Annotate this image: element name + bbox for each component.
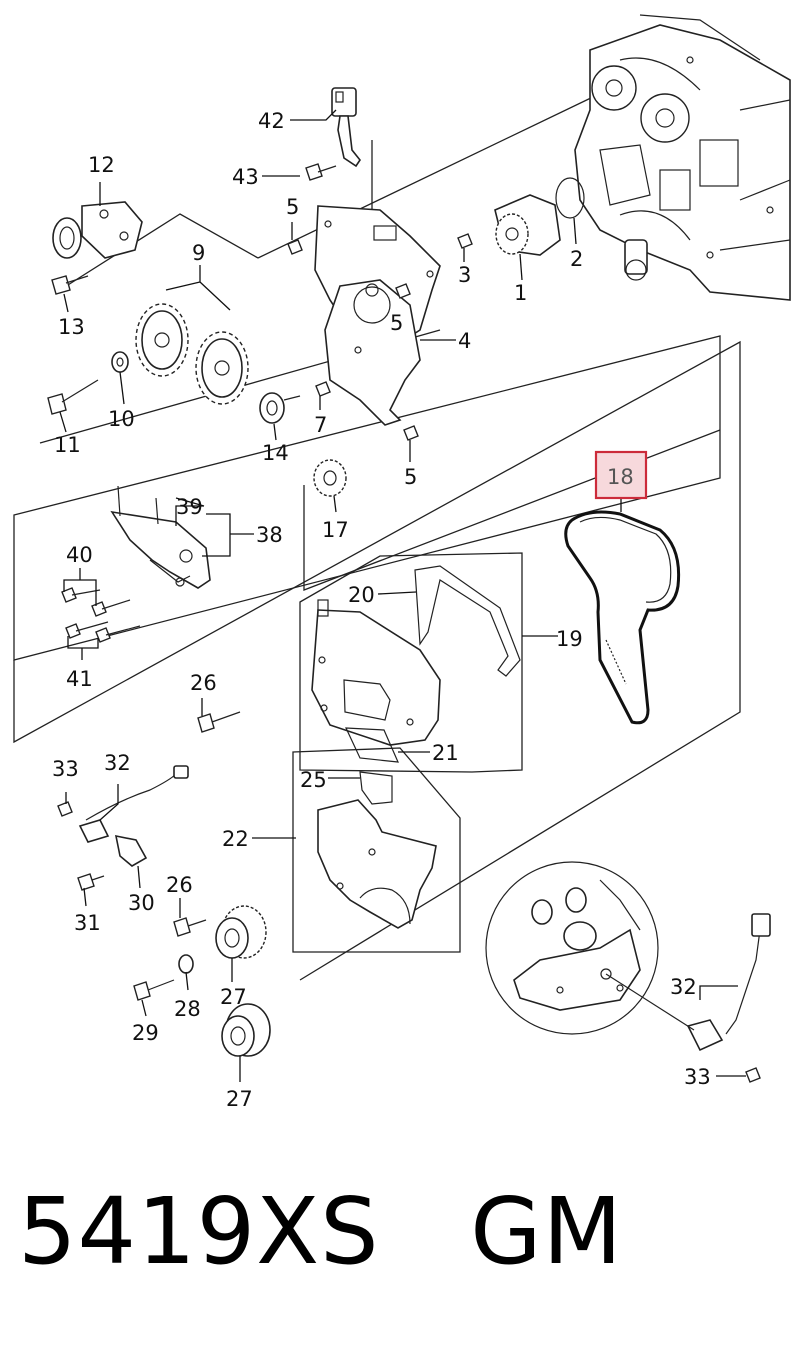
part-11-bolt <box>47 379 99 415</box>
part-9-camshaft-sprockets <box>135 303 249 405</box>
part-26-bolts <box>173 711 241 937</box>
callout-12: 12 <box>88 153 115 177</box>
callout-26-lower: 26 <box>166 873 193 897</box>
part-39-studs <box>117 485 159 525</box>
callout-22: 22 <box>222 827 249 851</box>
callout-27-lower: 27 <box>226 1087 253 1111</box>
callout-39: 39 <box>176 495 203 519</box>
callout-33-left: 33 <box>52 757 79 781</box>
leader-lines <box>59 109 746 1082</box>
part-3-bolt <box>457 233 473 249</box>
callout-43: 43 <box>232 165 259 189</box>
callout-27-upper: 27 <box>220 985 247 1009</box>
callout-4: 4 <box>458 329 471 353</box>
callout-20: 20 <box>348 583 375 607</box>
part-19-upper-cover <box>311 599 441 746</box>
part-38-bracket <box>110 510 211 589</box>
part-32-sensor-left <box>78 765 189 843</box>
part-10-washer <box>111 351 129 373</box>
part-31-bolt <box>77 873 105 891</box>
part-code: 5419XS <box>18 1178 380 1285</box>
callout-31: 31 <box>74 911 101 935</box>
callout-3: 3 <box>458 263 471 287</box>
part-14-idler <box>259 392 301 424</box>
part-43-bolt <box>305 163 337 181</box>
callout-1: 1 <box>514 281 527 305</box>
callout-7: 7 <box>314 413 327 437</box>
part-1-water-pump <box>494 194 561 256</box>
callout-5-low: 5 <box>404 465 417 489</box>
callout-42: 42 <box>258 109 285 133</box>
callout-9: 9 <box>192 241 205 265</box>
callout-28: 28 <box>174 997 201 1021</box>
callout-5-top: 5 <box>286 195 299 219</box>
callout-14: 14 <box>262 441 289 465</box>
part-29-bolt <box>133 979 175 1001</box>
callout-26-upper: 26 <box>190 671 217 695</box>
callout-40: 40 <box>66 543 93 567</box>
callout-10: 10 <box>108 407 135 431</box>
part-22-lower-cover <box>317 799 437 929</box>
callout-25: 25 <box>300 768 327 792</box>
highlight-box-18 <box>594 450 648 500</box>
callout-labels: 42 43 12 5 9 3 2 1 13 5 4 10 7 11 14 5 1… <box>52 109 711 1111</box>
part-42-sensor-bracket <box>331 87 361 168</box>
callout-32-right: 32 <box>670 975 697 999</box>
part-12-tensioner <box>52 201 143 259</box>
part-13-bolt <box>51 275 89 295</box>
part-32-sensor-right <box>605 913 771 1052</box>
part-28-washer <box>178 954 194 974</box>
part-40-bolts <box>61 587 131 617</box>
engine-block <box>574 14 791 301</box>
callout-33-right: 33 <box>684 1065 711 1089</box>
detail-view <box>485 861 659 1035</box>
part-33-bolt-left <box>57 801 73 817</box>
callout-5-mid: 5 <box>390 311 403 335</box>
part-4-rear-cover <box>314 205 441 426</box>
callout-2: 2 <box>570 247 583 271</box>
part-17-crank-sprocket <box>313 459 347 497</box>
footer-caption: 5419XS GM <box>18 1178 623 1285</box>
callout-32-left: 32 <box>104 751 131 775</box>
callout-38: 38 <box>256 523 283 547</box>
part-41-bolts <box>65 621 141 643</box>
part-5-bolts <box>287 239 419 441</box>
callout-13: 13 <box>58 315 85 339</box>
callout-41: 41 <box>66 667 93 691</box>
part-21-gasket <box>345 727 399 763</box>
part-2-o-ring <box>555 177 585 219</box>
part-20-gasket <box>414 565 521 677</box>
brand-name: GM <box>470 1178 623 1285</box>
callout-17: 17 <box>322 518 349 542</box>
part-27-pulley-upper <box>215 905 267 959</box>
part-30-bracket <box>114 834 148 867</box>
part-33-bolt-right <box>745 1067 761 1083</box>
part-18-timing-belt <box>564 510 681 725</box>
callout-21: 21 <box>432 741 459 765</box>
callout-29: 29 <box>132 1021 159 1045</box>
callout-11: 11 <box>54 433 81 457</box>
callout-18: 18 <box>607 465 634 489</box>
callout-30: 30 <box>128 891 155 915</box>
callout-19: 19 <box>556 627 583 651</box>
part-27-pulley-lower <box>221 1003 271 1057</box>
part-25-gasket <box>359 771 393 805</box>
part-7-bolt <box>315 381 331 397</box>
